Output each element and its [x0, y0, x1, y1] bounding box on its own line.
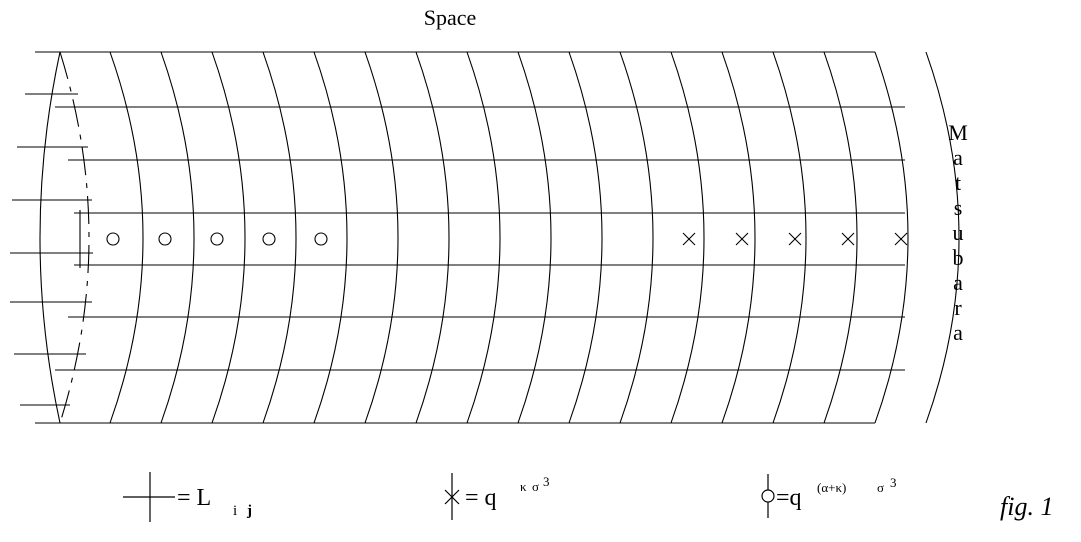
cylinder-left-cap [10, 51, 93, 424]
vertical-arc [415, 51, 450, 424]
legend-cross-eq: = q [465, 485, 497, 511]
vertical-arc [670, 51, 705, 424]
vertical-arc [619, 51, 654, 424]
vertical-arc [160, 51, 195, 424]
plus-symbol-icon [123, 472, 175, 522]
legend-cross-sup-sigma: σ [532, 479, 539, 494]
circle-marker [210, 232, 224, 246]
legend-plus-eq: = L [177, 485, 211, 511]
legend-circle-sup-sigma: σ [877, 480, 884, 495]
matsubara-letter: s [954, 195, 963, 220]
cross-marker [841, 232, 855, 246]
vertical-arc [772, 51, 807, 424]
vertical-arc [262, 51, 297, 424]
legend-plus-item: = L i j [123, 472, 252, 522]
matsubara-letter: a [953, 145, 963, 170]
matsubara-letter: t [955, 170, 961, 195]
matsubara-letter: u [953, 220, 964, 245]
cap-back-arc-dashed [59, 51, 90, 424]
vertical-arc [211, 51, 246, 424]
cross-marker-group [682, 232, 908, 246]
vertical-arc [466, 51, 501, 424]
cap-front-arc [39, 51, 61, 424]
circle-symbol-icon [761, 474, 775, 518]
cross-symbol-icon [444, 473, 460, 520]
vertical-arc [517, 51, 552, 424]
legend-circle-sup-three: 3 [890, 475, 897, 490]
matsubara-letter: r [954, 295, 962, 320]
legend-cross-sup-kappa: κ [520, 479, 527, 494]
legend-cross-item: = q κ σ 3 [444, 473, 550, 520]
vertical-arc [721, 51, 756, 424]
vertical-arc [823, 51, 858, 424]
cross-marker [894, 232, 908, 246]
circle-marker-group [106, 232, 328, 246]
matsubara-letter: a [953, 270, 963, 295]
vertical-arc [313, 51, 348, 424]
vertical-arc [874, 51, 909, 424]
space-label: Space [424, 5, 477, 30]
legend-circle-item: =q (α+κ) σ 3 [761, 474, 897, 518]
cross-marker [788, 232, 802, 246]
circle-marker [262, 232, 276, 246]
cross-marker [735, 232, 749, 246]
figure-caption: fig. 1 [1000, 492, 1053, 521]
legend-cross-sup-three: 3 [543, 474, 550, 489]
matsubara-letter: a [953, 320, 963, 345]
circle-marker [158, 232, 172, 246]
legend-circle-eq: =q [776, 485, 802, 511]
legend-plus-sub-j: j [246, 503, 252, 519]
horizontal-grid-lines [35, 51, 905, 424]
vertical-arc [568, 51, 603, 424]
vertical-arc [109, 51, 144, 424]
circle-marker [314, 232, 328, 246]
vertical-arc [364, 51, 399, 424]
circle-marker [106, 232, 120, 246]
legend-plus-sub-i: i [233, 503, 237, 519]
cross-marker [682, 232, 696, 246]
legend-circle-sup-exp: (α+κ) [817, 480, 846, 495]
vertical-grid-arcs [109, 51, 960, 424]
matsubara-letter: b [953, 245, 964, 270]
matsubara-letter: M [948, 120, 968, 145]
vertical-arc [925, 51, 960, 424]
legend: = L i j = q κ σ 3 =q (α+κ) σ 3 [123, 472, 897, 522]
